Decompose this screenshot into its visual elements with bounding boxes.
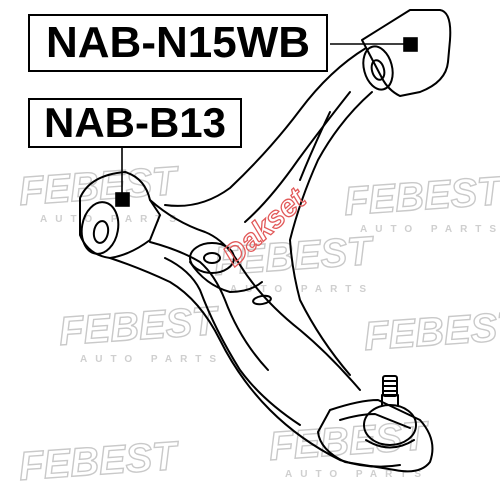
watermark-sub-3: AUTO PARTS [80,354,224,365]
watermark-sub-5: AUTO PARTS [285,469,429,480]
watermark-sub-2: AUTO PARTS [360,224,500,235]
front-arm-ridge-2 [299,111,331,181]
pivot-boss [189,242,235,274]
ball-joint-plate [317,399,434,473]
arm-slot [252,294,272,306]
front-arm-lower-edge [289,91,373,376]
rear-bushing-bore [92,220,110,244]
leader-top-marker [403,37,418,52]
part-label-top-text: NAB-N15WB [46,18,310,67]
leader-lines [115,37,418,207]
front-bushing-end [362,45,394,91]
part-label-bottom[interactable]: NAB-B13 [28,98,242,148]
watermark-sub-1: AUTO PARTS [40,214,184,225]
watermark-brand-3: FEBEST [58,299,222,354]
rear-bushing-end [80,201,120,255]
front-arm-ridge [244,91,351,223]
watermark-brand-7: FEBEST [18,434,182,489]
pivot-web [189,261,263,293]
front-arm-upper-edge [164,47,367,207]
part-label-bottom-text: NAB-B13 [43,99,227,146]
part-label-top[interactable]: NAB-N15WB [28,14,328,72]
rear-arm-upper-edge [149,199,361,391]
rear-arm-ridge-2 [164,257,301,426]
front-bushing-bore [370,59,386,81]
rear-arm-ridge [149,241,269,371]
ball-joint-boot [363,404,417,446]
watermark-sub-4: AUTO PARTS [230,284,374,295]
watermark-brand-4: FEBEST [363,304,500,359]
watermark-brand-2: FEBEST [343,169,500,224]
control-arm [79,9,452,473]
pivot-hole [203,252,221,264]
leader-bottom-marker [115,192,130,207]
watermark-brand-6: FEBEST [268,414,432,469]
ball-joint-plate-inner [339,413,411,429]
ball-joint-base-ring [365,439,415,449]
front-bushing-sleeve [361,9,452,97]
